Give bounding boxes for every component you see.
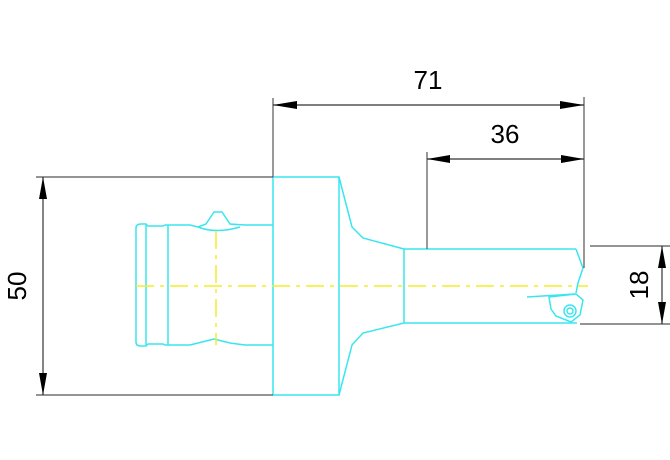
dimension-bar-length: 36 [427,119,584,163]
dimension-bar-diameter: 18 [624,246,666,324]
dim-label-18: 18 [624,271,654,300]
centerlines [136,231,588,345]
dim-label-36: 36 [491,119,520,149]
extension-lines [36,97,670,396]
boring-bar [403,248,584,324]
shank [135,211,273,347]
dim-label-71: 71 [414,65,443,95]
dim-label-50: 50 [2,272,32,301]
dimension-overall-length: 71 [273,65,584,109]
neck [338,176,405,396]
dimension-flange-diameter: 50 [2,177,47,395]
